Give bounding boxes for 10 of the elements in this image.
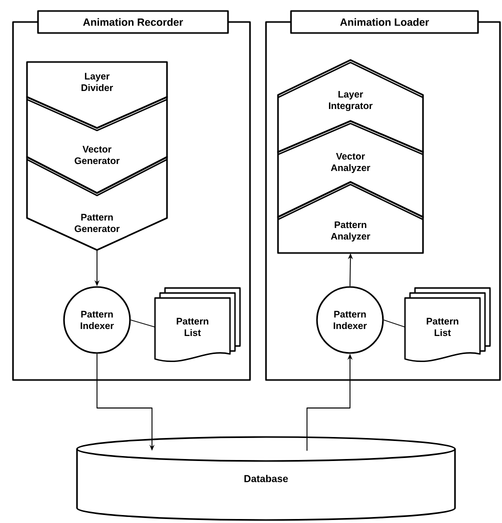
chevron-block: Vector Generator (26, 96, 168, 194)
connector-line (130, 320, 156, 328)
document-stack: Pattern List (154, 287, 241, 362)
chevron-block: Vector Analyzer (277, 120, 424, 218)
document-stack: Pattern List (404, 287, 491, 362)
chevron-block: Layer Integrator (277, 59, 424, 153)
connector-line (383, 320, 406, 328)
chevron-block: Layer Divider (26, 61, 168, 129)
chevron-block: Pattern Analyzer (277, 181, 424, 254)
database-cylinder: Database (76, 436, 456, 521)
